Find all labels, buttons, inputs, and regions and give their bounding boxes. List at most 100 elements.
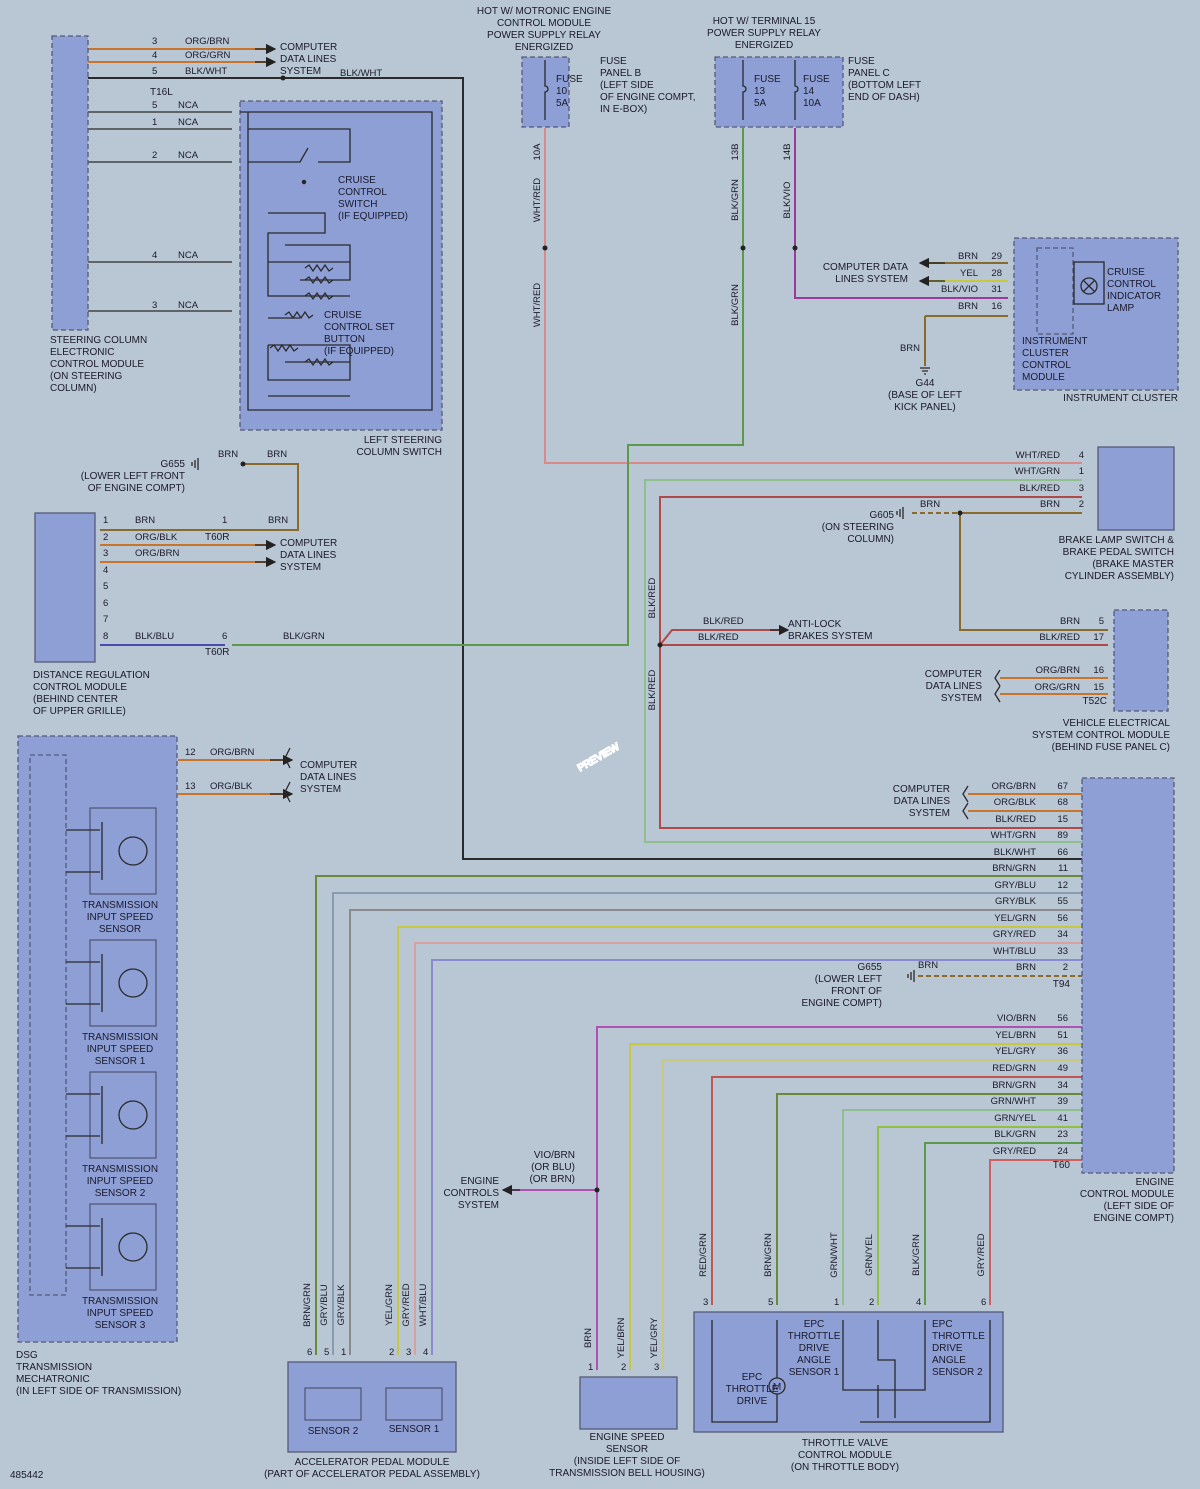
pin-number: 13B: [730, 144, 741, 161]
wire-color-label: WHT/GRN: [1015, 466, 1061, 477]
fuse-13-symbol: [742, 60, 747, 120]
wire-color-label: BRN: [958, 301, 978, 312]
tvcm-label: THROTTLE VALVE: [802, 1438, 889, 1449]
vescm-label: SYSTEM CONTROL MODULE: [1032, 730, 1170, 741]
distance-reg-label: OF UPPER GRILLE): [33, 706, 126, 717]
cdl-ecm-label: SYSTEM: [909, 808, 950, 819]
wire-color-label: WHT/BLU: [418, 1283, 429, 1326]
or-labels: (OR BRN): [529, 1174, 575, 1185]
wire-color-label: GRN/WHT: [991, 1096, 1037, 1107]
instrument-cluster-control-module: [1036, 247, 1074, 335]
pin-number: 1: [834, 1297, 839, 1308]
cdl-top-label: DATA LINES: [280, 54, 337, 65]
or-labels: VIO/BRN: [534, 1150, 575, 1161]
pin-number: 12: [1057, 880, 1068, 891]
hot-t15-label: POWER SUPPLY RELAY: [707, 28, 821, 39]
dsg-label: MECHATRONIC: [16, 1374, 90, 1385]
sensor-2-box: [304, 1387, 362, 1421]
wire-color-label: ORG/BLK: [994, 797, 1037, 808]
wire-color-label: ORG/BLK: [135, 532, 178, 543]
wire-color-label: WHT/GRN: [991, 830, 1037, 841]
ecm-label: ENGINE COMPT): [1093, 1213, 1174, 1224]
pin-number: 11: [1058, 863, 1068, 874]
cdl-ecm-label: DATA LINES: [894, 796, 951, 807]
hot-t15-label: HOT W/ TERMINAL 15: [713, 16, 816, 27]
tiss-label: SENSOR: [99, 924, 141, 935]
epc-s1-label: ANGLE: [797, 1355, 831, 1366]
pin-number: 4: [916, 1297, 921, 1308]
cruise-set-label: (IF EQUIPPED): [324, 346, 394, 357]
icm-label: INSTRUMENT: [1022, 336, 1088, 347]
wire-color-label: BRN: [268, 515, 288, 526]
pin-number: 7: [103, 614, 108, 625]
g44-label: G44: [916, 378, 935, 389]
wire-color-label: YEL/GRY: [995, 1046, 1037, 1057]
pin-number: 1: [222, 515, 227, 526]
pin-number: 3: [703, 1297, 708, 1308]
pin-number: 5: [768, 1297, 773, 1308]
g655-b-label: (LOWER LEFT: [815, 974, 882, 985]
cruise-switch-label: CRUISE: [338, 175, 376, 186]
wire-color-label: BLK/GRN: [730, 284, 741, 326]
wire-color-label: BRN: [920, 499, 940, 510]
wire-color-label: BLK/RED: [995, 814, 1036, 825]
cruise-switch-label: SWITCH: [338, 199, 377, 210]
cdl-vescm-label: SYSTEM: [941, 693, 982, 704]
pin-number: 33: [1057, 946, 1068, 957]
cdl-vescm-label: COMPUTER: [925, 669, 982, 680]
wire-color-label: BLK/RED: [1019, 483, 1060, 494]
wire-color-label: BRN: [900, 343, 920, 354]
epc-s1-label: EPC: [804, 1319, 825, 1330]
wire-color-label: YEL/BRN: [995, 1030, 1036, 1041]
wire-color-label: ORG/BRN: [210, 747, 254, 758]
preview-watermark: PREVIEW: [576, 741, 622, 774]
tiss2-label: SENSOR 2: [95, 1188, 146, 1199]
g655-a-label: (LOWER LEFT FRONT: [81, 471, 185, 482]
wire-color-label: ORG/BRN: [135, 548, 179, 559]
cdl-vescm-label: DATA LINES: [926, 681, 983, 692]
fuse-14-label: FUSE: [803, 74, 830, 85]
tiss-label: TRANSMISSION: [82, 900, 158, 911]
wire-blk-grn: [924, 1142, 1082, 1305]
wire-color-label: ORG/BRN: [1036, 665, 1080, 676]
epc-s2-label: ANGLE: [932, 1355, 966, 1366]
tiss1-label: INPUT SPEED: [87, 1044, 154, 1055]
cdl-top-label: SYSTEM: [280, 66, 321, 77]
steering-column-module-label: CONTROL MODULE: [50, 359, 144, 370]
epc-drive-label: THROTTLE: [726, 1384, 779, 1395]
cruise-lamp-label: LAMP: [1107, 303, 1135, 314]
g605-label: COLUMN): [847, 534, 894, 545]
ess-label: (INSIDE LEFT SIDE OF: [574, 1456, 681, 1467]
steering-column-module-label: ELECTRONIC: [50, 347, 114, 358]
cdl-dsg-label: DATA LINES: [300, 772, 357, 783]
wire-color-label: GRY/BLU: [319, 1284, 330, 1326]
pin-number: 16: [991, 301, 1002, 312]
wire-color-label: BRN/GRN: [763, 1233, 774, 1277]
wire-yel-brn: [629, 1043, 1082, 1370]
wire-color-label: BRN: [958, 251, 978, 262]
tiss3-label: SENSOR 3: [95, 1320, 146, 1331]
pin-number: 6: [307, 1347, 312, 1358]
epc-drive-label: EPC: [742, 1372, 763, 1383]
fuse-panel-c-label: FUSE: [848, 56, 875, 67]
wire-brn-grn: [315, 875, 1082, 1355]
wire-color-label: BLK/BLU: [135, 631, 174, 642]
wire-color-label: YEL/GRY: [649, 1317, 660, 1359]
connector-t52c: T52C: [1083, 696, 1107, 707]
distance-regulation-module: [34, 512, 96, 663]
pin-number: 3: [654, 1362, 659, 1373]
dsg-inner: [29, 754, 67, 1296]
wire-color-label: BLK/GRN: [911, 1234, 922, 1276]
fuse-13-label: 5A: [754, 98, 767, 109]
wire-color-label: NCA: [178, 117, 199, 128]
wire-gry-blk: [349, 909, 1082, 1355]
tvcm-label: (ON THROTTLE BODY): [791, 1462, 899, 1473]
fuse-panel-c-label: (BOTTOM LEFT: [848, 80, 921, 91]
wire-color-label: BRN: [918, 960, 938, 971]
pin-number: 89: [1057, 830, 1068, 841]
pin-number: 5: [103, 581, 108, 592]
pin-number: 29: [991, 251, 1002, 262]
pin-number: 4: [152, 250, 157, 261]
wire-color-label: BRN: [135, 515, 155, 526]
steering-column-module-label: COLUMN): [50, 383, 97, 394]
